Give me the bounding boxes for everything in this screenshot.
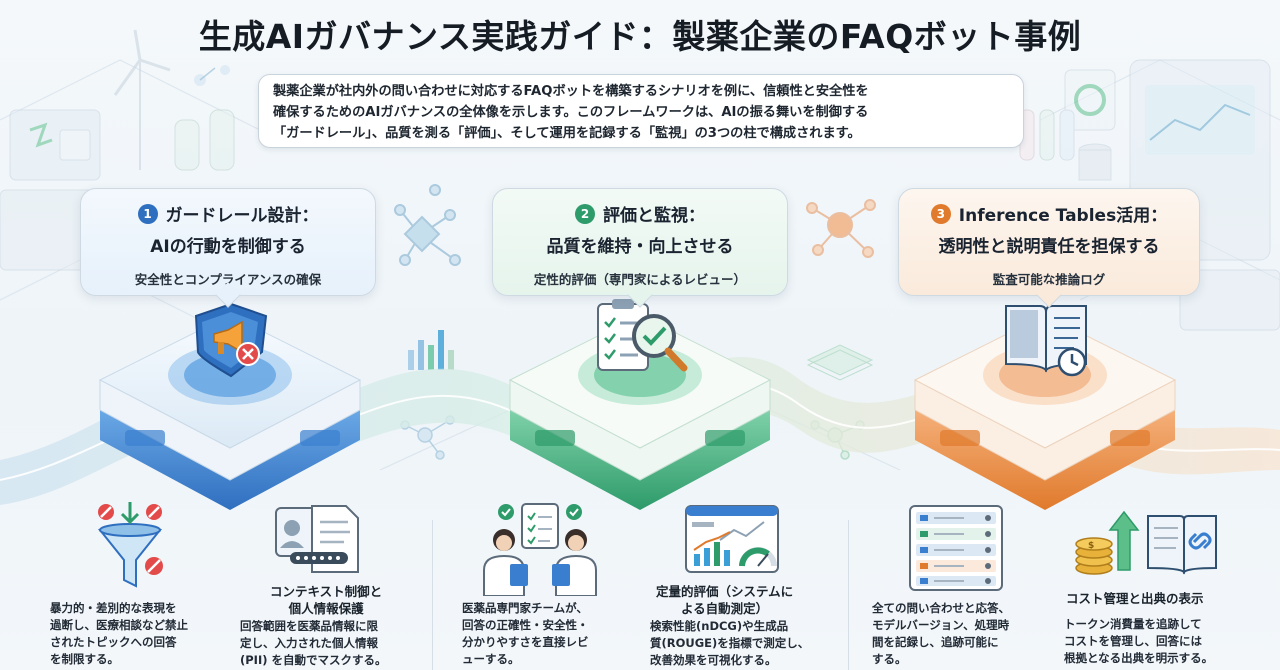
intro-line: 製薬企業が社内外の問い合わせに対応するFAQボットを構築するシナリオを例に、信頼…: [273, 84, 869, 99]
pillar-title-line2: 透明性と説明責任を担保する: [938, 237, 1160, 257]
pillar-number-badge: 3: [930, 203, 951, 224]
shield-megaphone-icon: [194, 302, 268, 378]
feature-description: 全ての問い合わせと応答、 モデルバージョン、処理時 間を記録し、追跡可能に する…: [872, 600, 1010, 668]
pillar-card-inference-tables: 3 Inference Tables活用： 透明性と説明責任を担保する 監査可能…: [898, 188, 1200, 308]
feature-title-line: コンテキスト制御と: [270, 584, 383, 599]
pillar-heading: 1 ガードレール設計：: [81, 201, 375, 226]
pillar-number-badge: 2: [575, 203, 595, 224]
feature-desc-line: (PII) を自動でマスクする。: [240, 653, 387, 667]
feature-title: 定量的評価（システムに よる自動測定）: [656, 583, 793, 617]
feature-desc-line: トークン消費量を追跡して: [1064, 617, 1202, 631]
page-title: 生成AIガバナンス実践ガイド：製薬企業のFAQボット事例: [198, 17, 1082, 56]
log-table-icon: [909, 505, 1003, 591]
pillar-heading: 2 評価と監視：: [493, 201, 787, 226]
feature-title: コスト管理と出典の表示: [1066, 590, 1204, 607]
feature-desc-line: 暴力的・差別的な表現を: [50, 601, 177, 615]
pillar-title: Inference Tables活用：: [958, 206, 1168, 226]
pillar-heading: 3 Inference Tables活用：: [899, 201, 1199, 226]
pillar-card-guardrail: 1 ガードレール設計： AIの行動を制御する 安全性とコンプライアンスの確保: [80, 188, 376, 308]
feature-desc-line: 間を記録し、追跡可能に: [872, 635, 999, 649]
pillar-number-badge: 1: [137, 203, 158, 224]
feature-desc-line: を制限する。: [50, 652, 119, 666]
pillar-card-evaluation: 2 評価と監視： 品質を維持・向上させる 定性的評価（専門家によるレビュー）: [492, 188, 788, 308]
feature-description: トークン消費量を追跡して コストを管理し、回答には 根拠となる出典を明示する。: [1064, 616, 1213, 667]
feature-desc-line: 質(ROUGE)を指標で測定し、: [650, 636, 810, 650]
feature-desc-line: されたトピックへの回答: [50, 635, 177, 649]
feature-desc-line: 回答の正確性・安全性・: [462, 618, 589, 632]
intro-line: 確保するためのAIガバナンスの全体像を示します。このフレームワークは、AIの振る…: [273, 105, 869, 120]
coins-book-icon: $: [1075, 510, 1217, 575]
feature-desc-line: ューする。: [462, 652, 520, 666]
feature-desc-line: する。: [872, 652, 907, 666]
log-book-clock-icon: [1005, 305, 1087, 377]
feature-desc-line: モデルバージョン、処理時: [872, 618, 1010, 632]
feature-description: 検索性能(nDCG)や生成品 質(ROUGE)を指標で測定し、 改善効果を可視化…: [650, 618, 809, 669]
intro-description: 製薬企業が社内外の問い合わせに対応するFAQボットを構築するシナリオを例に、信頼…: [258, 74, 1024, 148]
feature-title-line: よる自動測定）: [681, 601, 769, 616]
feature-desc-line: 回答範囲を医薬品情報に限: [240, 619, 378, 633]
feature-description: 暴力的・差別的な表現を 過断し、医療相談など禁止 されたトピックへの回答 を制限…: [50, 600, 188, 668]
feature-desc-line: 全ての問い合わせと応答、: [872, 601, 1010, 615]
feature-desc-line: 改善効果を可視化する。: [650, 653, 777, 667]
checklist-magnifier-icon: [597, 299, 688, 372]
feature-desc-line: 根拠となる出典を明示する。: [1064, 651, 1214, 665]
column-divider: [432, 520, 433, 670]
feature-desc-line: 検索性能(nDCG)や生成品: [650, 619, 789, 633]
svg-text:$: $: [1088, 541, 1094, 551]
feature-desc-line: 分かりやすさを直接レビ: [462, 635, 589, 649]
id-document-icon: [275, 505, 359, 573]
feature-title-line: コスト管理と出典の表示: [1066, 591, 1204, 606]
pillar-subtitle: 定性的評価（専門家によるレビュー）: [533, 272, 747, 287]
pillar-title-line2: AIの行動を制御する: [150, 237, 306, 257]
feature-title-line: 定量的評価（システムに: [656, 584, 794, 599]
pillar-title: ガードレール設計：: [165, 206, 319, 226]
expert-team-icon: [483, 503, 597, 596]
feature-desc-line: コストを管理し、回答には: [1064, 634, 1202, 648]
filter-funnel-icon: [97, 502, 163, 588]
feature-title-line: 個人情報保護: [288, 601, 364, 616]
pillar-title: 評価と監視：: [603, 206, 705, 226]
pillar-subtitle: 安全性とコンプライアンスの確保: [134, 272, 322, 287]
feature-description: 医薬品専門家チームが、 回答の正確性・安全性・ 分かりやすさを直接レビ ューする…: [462, 600, 589, 668]
feature-desc-line: 過断し、医療相談など禁止: [50, 618, 188, 632]
intro-line: 「ガードレール」、品質を測る「評価」、そして運用を記録する「監視」の3つの柱で構…: [273, 126, 861, 141]
feature-desc-line: 定し、入力された個人情報: [240, 636, 378, 650]
feature-description: 回答範囲を医薬品情報に限 定し、入力された個人情報 (PII) を自動でマスクす…: [240, 618, 387, 669]
pillar-title-line2: 品質を維持・向上させる: [546, 237, 734, 257]
feature-desc-line: 医薬品専門家チームが、: [462, 601, 588, 615]
column-divider: [848, 520, 849, 670]
feature-title: コンテキスト制御と 個人情報保護: [270, 583, 382, 617]
dashboard-chart-icon: [685, 505, 779, 573]
pillar-subtitle: 監査可能な推論ログ: [992, 272, 1106, 287]
